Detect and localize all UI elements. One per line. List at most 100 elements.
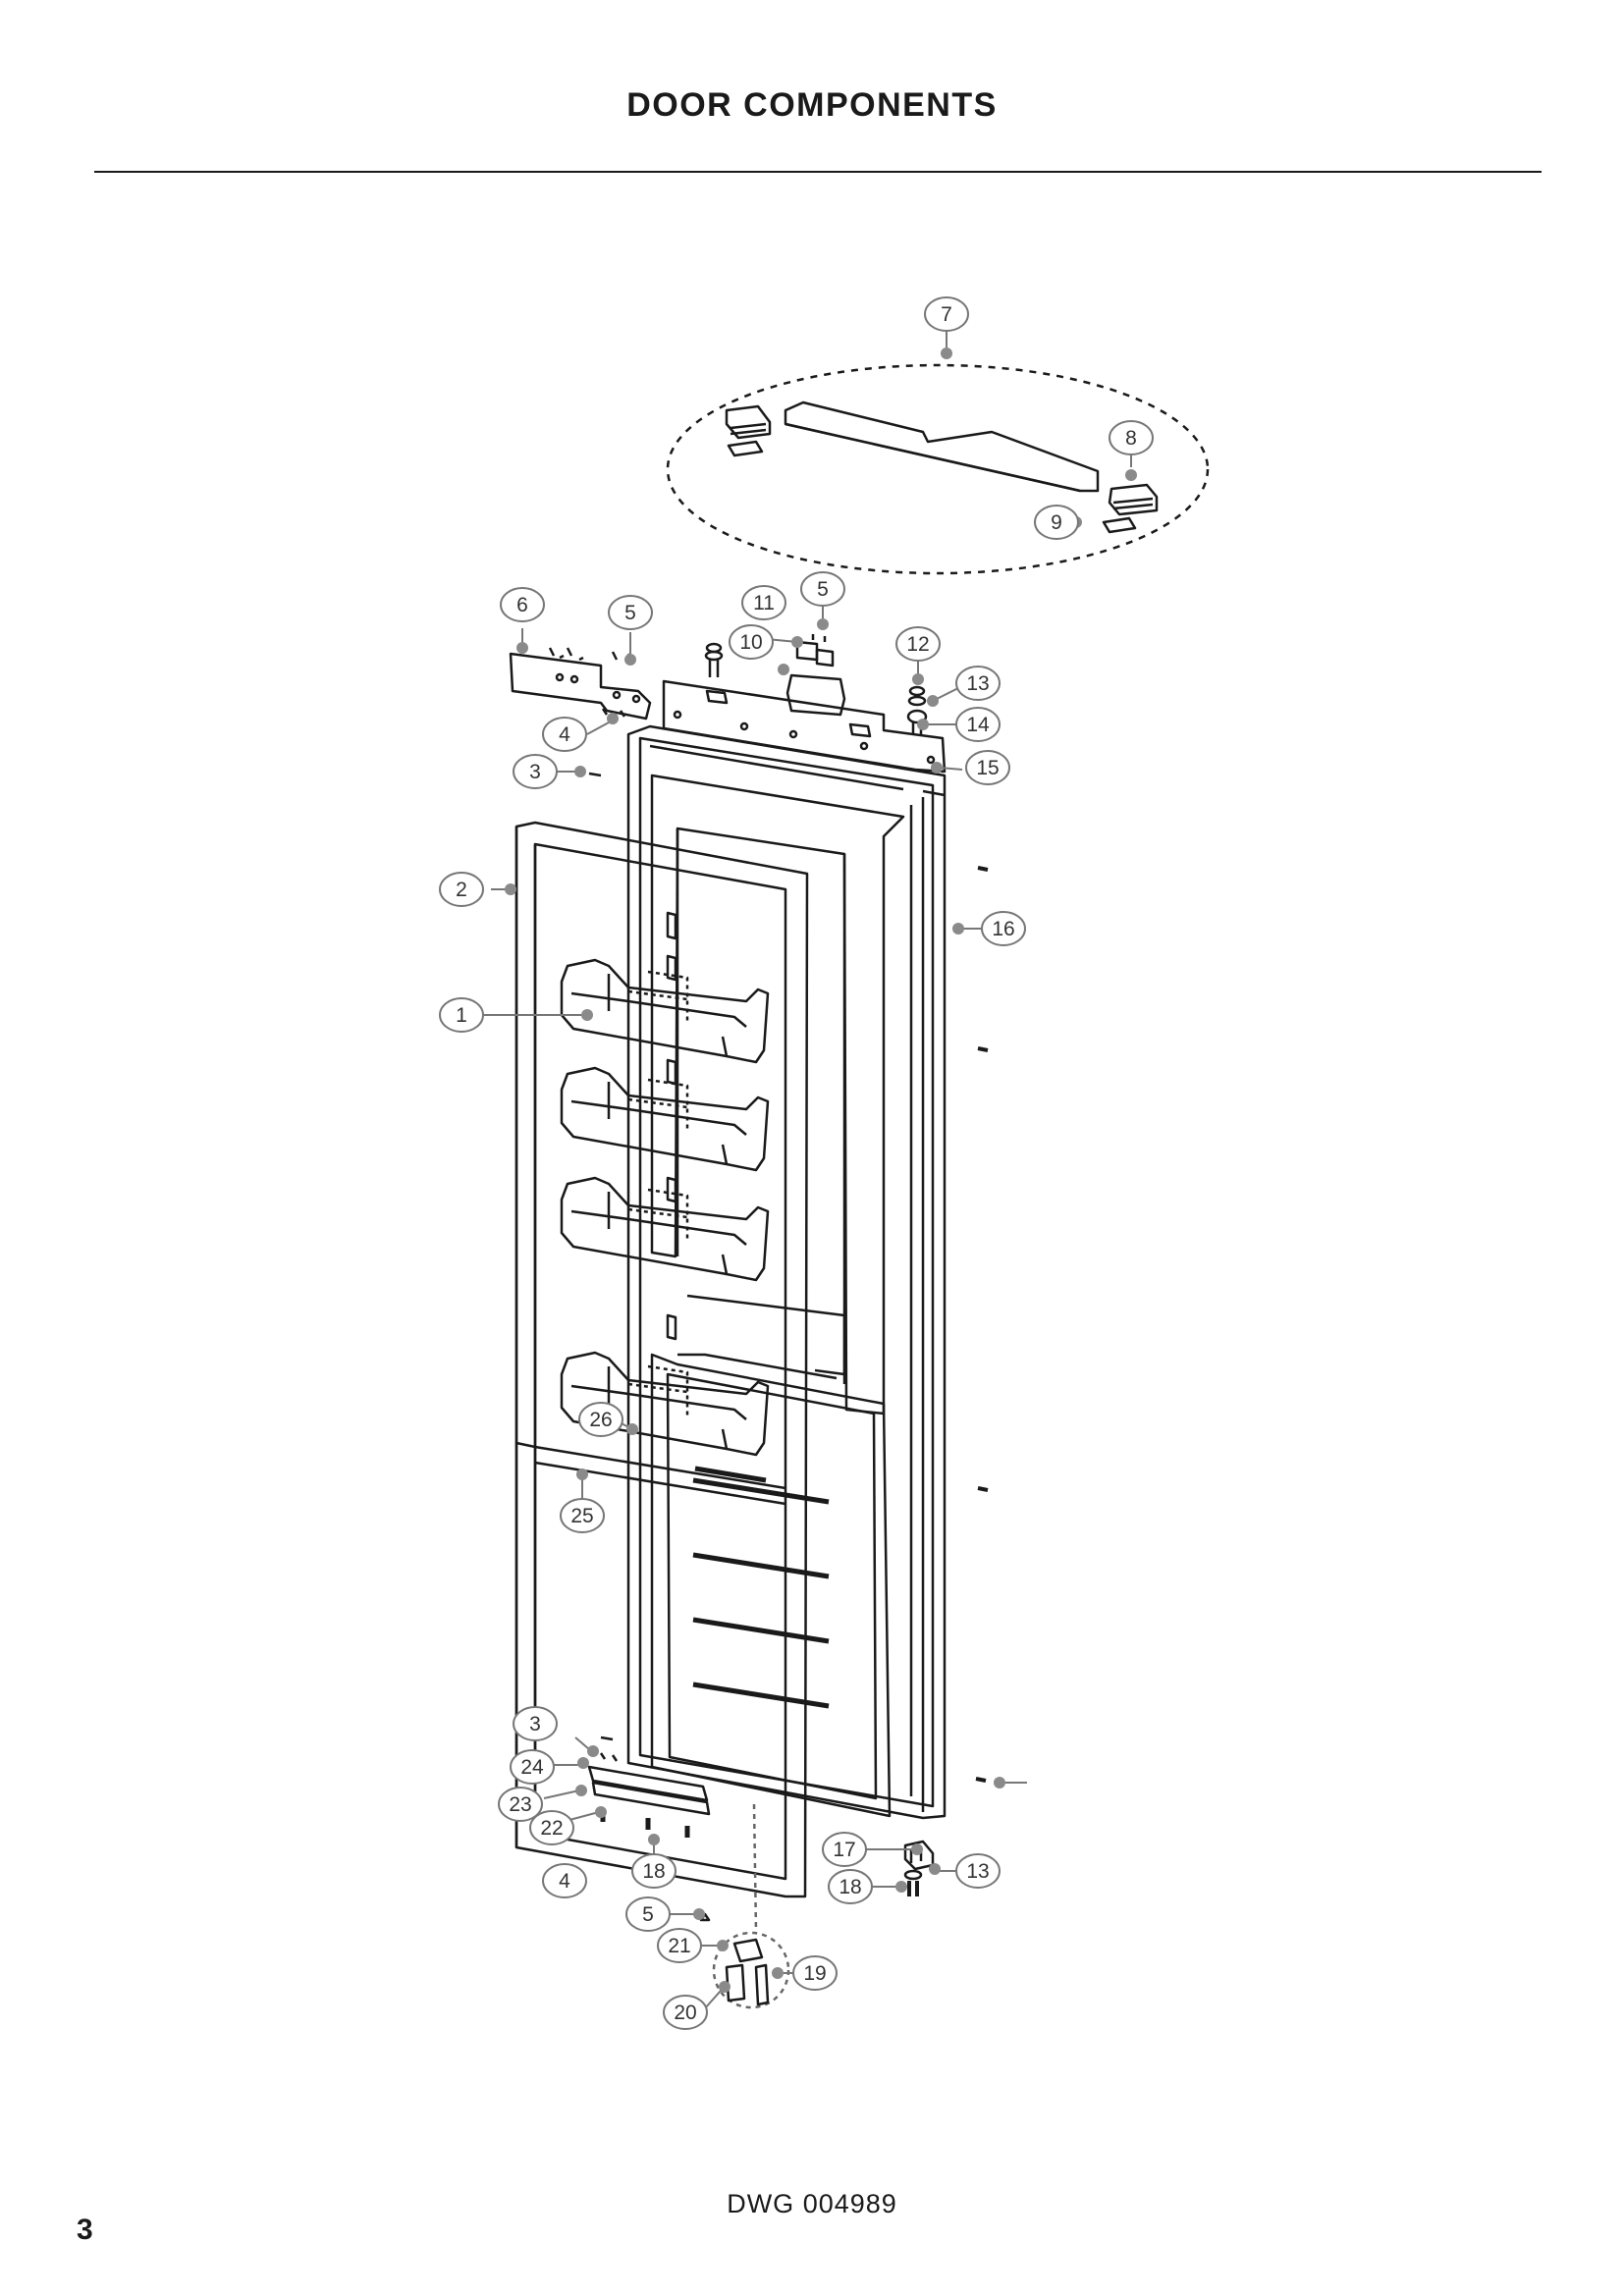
- callout-ring: [895, 626, 941, 662]
- door-bin-2: [560, 1066, 770, 1172]
- callout-18: 18: [631, 1853, 677, 1889]
- callout-ring: [498, 1787, 543, 1822]
- door-bin-3: [560, 1176, 770, 1282]
- callout-label: 26: [589, 1409, 612, 1431]
- callout-label: 23: [509, 1793, 531, 1816]
- callout-8: 8: [1109, 420, 1154, 455]
- callout-ring: [500, 587, 545, 622]
- callout-ring: [800, 571, 845, 607]
- callout-4: 4: [542, 717, 587, 752]
- callout-label: 24: [520, 1756, 544, 1779]
- callout-ring: [981, 911, 1026, 946]
- hinge-kit-boundary: [666, 363, 1210, 575]
- door-body: [626, 724, 989, 1820]
- callout-label: 2: [456, 879, 467, 901]
- callout-label: 8: [1125, 427, 1137, 450]
- door-bin-1: [560, 958, 770, 1064]
- callout-10: 10: [729, 624, 774, 660]
- callout-5: 5: [625, 1896, 671, 1932]
- callout-label: 6: [516, 594, 528, 616]
- callout-label: 10: [739, 631, 762, 654]
- callout-18: 18: [828, 1869, 873, 1904]
- callout-label: 16: [992, 918, 1014, 940]
- callout-ring: [439, 872, 484, 907]
- callout-26: 26: [578, 1402, 623, 1437]
- callout-ring: [741, 585, 786, 620]
- callout-label: 1: [456, 1004, 467, 1027]
- callout-6: 6: [500, 587, 545, 622]
- callout-16: 16: [981, 911, 1026, 946]
- screw-cluster-top-left: [548, 647, 634, 777]
- header-rule: [94, 171, 1542, 173]
- callout-3: 3: [513, 1706, 558, 1741]
- page-number: 3: [77, 2214, 93, 2246]
- callout-22: 22: [529, 1810, 574, 1845]
- callout-ring: [792, 1955, 838, 1991]
- callout-5: 5: [800, 571, 845, 607]
- callout-ring: [729, 624, 774, 660]
- callout-17: 17: [822, 1832, 867, 1867]
- drawing-number: DWG 004989: [727, 2189, 897, 2218]
- callout-ring: [1109, 420, 1154, 455]
- callout-label: 5: [642, 1903, 654, 1926]
- callout-ring: [822, 1832, 867, 1867]
- callout-label: 14: [966, 714, 990, 736]
- hinge-cap-left: [725, 404, 772, 457]
- callout-20: 20: [663, 1995, 708, 2030]
- hinge-block: [785, 634, 846, 717]
- callout-label: 7: [941, 303, 952, 326]
- hinge-cap-right: [1102, 483, 1159, 534]
- callout-label: 18: [839, 1876, 861, 1898]
- callout-ring: [955, 707, 1001, 742]
- callout-label: 21: [668, 1935, 690, 1957]
- callout-label: 3: [529, 761, 541, 783]
- top-hinge-plate: [662, 679, 947, 774]
- callout-14: 14: [955, 707, 1001, 742]
- callout-ring: [578, 1402, 623, 1437]
- callout-label: 3: [529, 1713, 541, 1735]
- callout-label: 4: [559, 1870, 570, 1893]
- callout-label: 18: [642, 1860, 665, 1883]
- callout-ring: [608, 595, 653, 630]
- callout-ring: [542, 1863, 587, 1898]
- callout-label: 22: [540, 1817, 563, 1840]
- hinge-pin-left: [704, 642, 724, 677]
- callout-ring: [439, 997, 484, 1033]
- callout-ring: [657, 1928, 702, 1963]
- callout-3: 3: [513, 754, 558, 789]
- door-bin-4: [560, 1351, 770, 1457]
- callout-label: 13: [966, 1860, 989, 1883]
- hinge-bracket-left: [509, 652, 652, 721]
- callout-15: 15: [965, 750, 1010, 785]
- callout-label: 15: [976, 757, 999, 779]
- callout-12: 12: [895, 626, 941, 662]
- callout-label: 20: [674, 2002, 696, 2024]
- callout-label: 13: [966, 672, 989, 695]
- callout-11: 11: [741, 585, 786, 620]
- callout-label: 17: [833, 1839, 855, 1861]
- callout-label: 25: [570, 1505, 593, 1527]
- callout-23: 23: [498, 1787, 543, 1822]
- callout-ring: [631, 1853, 677, 1889]
- callout-ring: [625, 1896, 671, 1932]
- callout-9: 9: [1034, 505, 1079, 540]
- callout-ring: [955, 1853, 1001, 1889]
- callout-label: 12: [906, 633, 929, 656]
- callout-ring: [663, 1995, 708, 2030]
- callout-13: 13: [955, 1853, 1001, 1889]
- callout-ring: [529, 1810, 574, 1845]
- page-title: DOOR COMPONENTS: [626, 86, 998, 124]
- callout-label: 19: [803, 1962, 826, 1985]
- callout-label: 5: [624, 602, 636, 624]
- callout-21: 21: [657, 1928, 702, 1963]
- callout-2: 2: [439, 872, 484, 907]
- callout-ring: [560, 1498, 605, 1533]
- door-frame: [514, 821, 809, 1898]
- callout-ring: [924, 296, 969, 332]
- bottom-hinge-plate: [587, 1735, 711, 1838]
- callout-13: 13: [955, 666, 1001, 701]
- callout-4: 4: [542, 1863, 587, 1898]
- callout-ring: [955, 666, 1001, 701]
- callout-5: 5: [608, 595, 653, 630]
